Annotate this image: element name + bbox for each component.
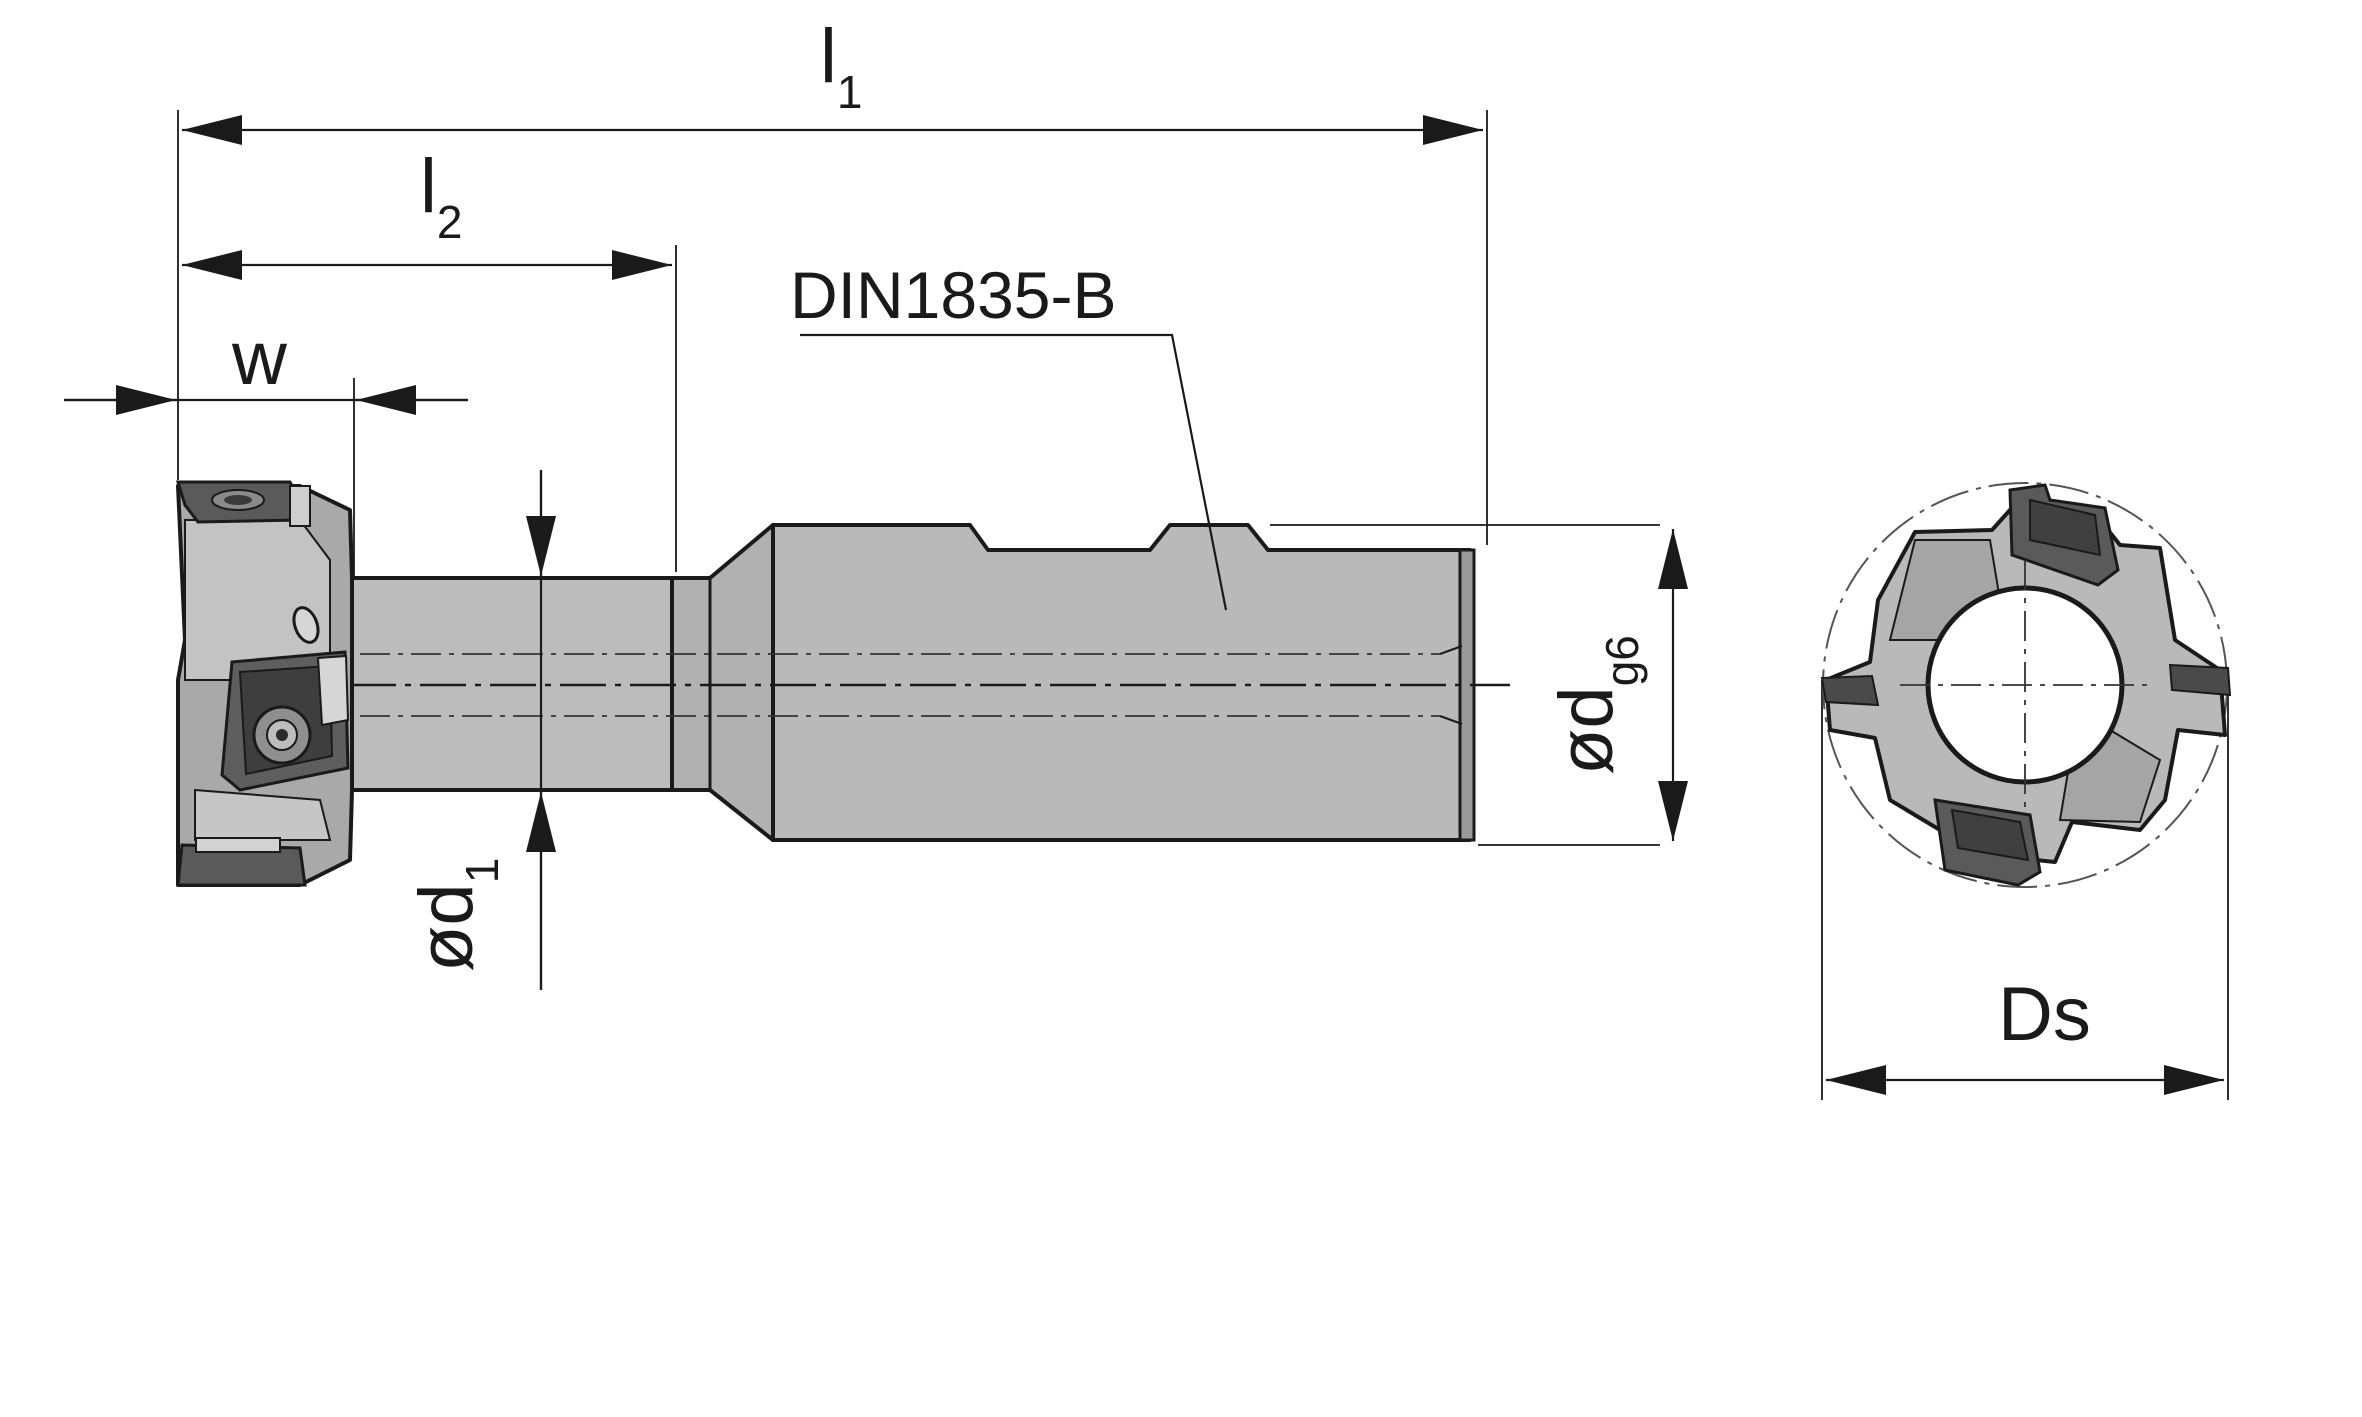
cutter-head bbox=[175, 480, 354, 887]
coolant-hole bbox=[292, 606, 320, 644]
end-view bbox=[1820, 482, 2232, 888]
end-insert-top bbox=[2008, 483, 2120, 587]
din-leader-line bbox=[800, 333, 1228, 611]
insert-middle bbox=[220, 650, 350, 792]
label-w: w bbox=[231, 316, 288, 401]
label-d1: ød1 bbox=[404, 858, 508, 972]
labels: l1 l2 w DIN1835-B ød1 ødg6 Ds bbox=[231, 14, 2091, 1057]
cutter-flute-lower bbox=[194, 788, 332, 841]
insert-top bbox=[175, 480, 311, 527]
label-l1: l1 bbox=[820, 14, 862, 118]
shank-end-chamfer bbox=[1458, 548, 1476, 842]
label-din1835b: DIN1835-B bbox=[790, 258, 1117, 332]
end-insert-bottom bbox=[1933, 798, 2042, 887]
label-dg6: ødg6 bbox=[1544, 635, 1648, 775]
side-view bbox=[175, 333, 1510, 887]
dimensions bbox=[64, 110, 2229, 1100]
end-insert-left bbox=[1820, 674, 1880, 707]
shank-body bbox=[771, 523, 1472, 842]
centre-bore-tip bbox=[1439, 645, 1463, 725]
label-ds: Ds bbox=[1998, 972, 2091, 1057]
label-l2: l2 bbox=[420, 144, 462, 248]
insert-bottom bbox=[176, 837, 307, 887]
neck-transition bbox=[670, 523, 775, 842]
end-insert-right bbox=[2168, 663, 2232, 697]
